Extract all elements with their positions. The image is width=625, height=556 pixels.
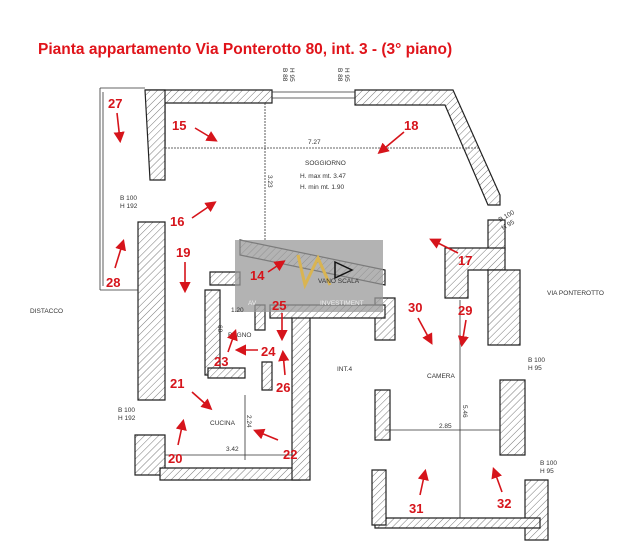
svg-text:16: 16 (170, 214, 184, 229)
svg-text:21: 21 (170, 376, 184, 391)
dim-120: 1.20 (231, 307, 244, 314)
dim-b88-left: B 88 (281, 68, 288, 82)
svg-text:23: 23 (214, 354, 228, 369)
label-via-ponterotto: VIA PONTEROTTO (547, 290, 604, 297)
wall-right-3 (499, 379, 526, 456)
marker-26: 26 (276, 349, 290, 395)
svg-text:25: 25 (272, 298, 286, 313)
label-cucina: CUCINA (210, 420, 236, 427)
label-camera: CAMERA (427, 373, 455, 380)
wall-left-middle (137, 221, 166, 401)
dim-342: 3.42 (226, 446, 239, 453)
svg-text:14: 14 (250, 268, 265, 283)
dim-h192-cucina: H 192 (118, 415, 136, 422)
wall-right-4 (524, 479, 549, 541)
dim-b100-cucina: B 100 (118, 407, 135, 414)
marker-24: 24 (234, 344, 276, 359)
label-h-max: H. max mt. 3.47 (300, 173, 346, 180)
dim-546: 5.46 (461, 405, 468, 418)
svg-text:28: 28 (106, 275, 120, 290)
marker-16: 16 (170, 201, 217, 229)
dim-h95-left: H 95 (288, 68, 295, 82)
svg-text:27: 27 (108, 96, 122, 111)
marker-20: 20 (168, 418, 187, 466)
svg-text:19: 19 (176, 245, 190, 260)
marker-30: 30 (408, 300, 433, 345)
svg-text:18: 18 (404, 118, 418, 133)
label-int4: INT.4 (337, 366, 353, 373)
svg-text:26: 26 (276, 380, 290, 395)
label-soggiorno: SOGGIORNO (305, 160, 346, 167)
marker-28: 28 (106, 238, 126, 290)
dim-h95-right2: H 95 (528, 365, 542, 372)
label-h-min: H. min mt. 1.90 (300, 184, 344, 191)
page-title: Pianta appartamento Via Ponterotto 80, i… (38, 41, 453, 58)
wall-bath-bottom-right (261, 361, 273, 391)
svg-text:15: 15 (172, 118, 186, 133)
svg-text:32: 32 (497, 496, 511, 511)
marker-25: 25 (272, 298, 288, 342)
wall-right-2 (487, 269, 521, 346)
svg-text:17: 17 (458, 253, 472, 268)
dim-b88-right: B 88 (336, 68, 343, 82)
photo-markers: 14 15 16 17 18 19 20 21 22 23 24 25 26 2… (106, 96, 511, 516)
svg-text:22: 22 (283, 447, 297, 462)
marker-22: 22 (253, 428, 297, 462)
marker-19: 19 (176, 245, 191, 294)
wall-camera-left-2 (374, 389, 391, 441)
dim-285: 2.85 (439, 423, 452, 430)
marker-32: 32 (491, 466, 511, 511)
watermark-logo: AV INVESTIMENT (235, 240, 383, 312)
marker-15: 15 (172, 118, 218, 142)
svg-text:INVESTIMENT: INVESTIMENT (320, 300, 364, 307)
marker-31: 31 (409, 468, 429, 516)
wall-camera-bottom (374, 517, 541, 529)
label-vano-scala: VANO SCALA (318, 278, 360, 285)
wall-right-pillar (444, 247, 506, 299)
marker-27: 27 (108, 96, 125, 144)
svg-text:31: 31 (409, 501, 423, 516)
dim-727: 7.27 (308, 139, 321, 146)
marker-14: 14 (250, 260, 286, 283)
marker-17: 17 (429, 238, 472, 268)
dim-h192-left: H 192 (120, 203, 138, 210)
svg-text:20: 20 (168, 451, 182, 466)
dim-b100-right2: B 100 (528, 357, 545, 364)
dim-b100-right3: B 100 (540, 460, 557, 467)
dim-323: 3.23 (266, 175, 273, 188)
dim-b100-left: B 100 (120, 195, 137, 202)
dim-h95-right: H 95 (343, 68, 350, 82)
marker-18: 18 (377, 118, 418, 155)
dimension-labels: 7.27 3.23 1.20 60 2.24 3.42 5.46 2.85 B … (118, 68, 557, 475)
marker-23: 23 (214, 328, 238, 369)
dim-60: 60 (216, 325, 223, 333)
svg-text:29: 29 (458, 303, 472, 318)
label-bagno: BAGNO (228, 332, 251, 339)
wall-camera-left-3 (371, 469, 387, 526)
room-labels: SOGGIORNO H. max mt. 3.47 H. min mt. 1.9… (30, 160, 604, 427)
marker-29: 29 (457, 303, 472, 348)
wall-left-upper (144, 89, 166, 181)
wall-top-right (354, 89, 501, 206)
marker-21: 21 (170, 376, 213, 411)
outline-lines (99, 87, 500, 518)
wall-kitchen-bottom (159, 467, 301, 481)
outer-walls (134, 89, 549, 541)
wall-bath-bottom (207, 367, 246, 379)
svg-text:24: 24 (261, 344, 276, 359)
svg-text:AV: AV (248, 300, 257, 307)
dim-224: 2.24 (245, 415, 252, 428)
label-distacco: DISTACCO (30, 308, 63, 315)
dim-h95-right3: H 95 (540, 468, 554, 475)
svg-text:30: 30 (408, 300, 422, 315)
